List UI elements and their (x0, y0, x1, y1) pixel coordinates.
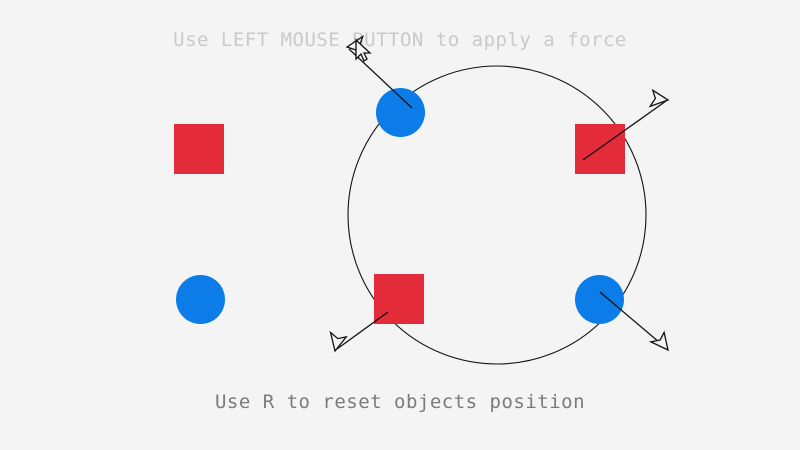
body-circle-orbit-top[interactable] (376, 88, 425, 137)
body-square-left[interactable] (174, 124, 224, 174)
hint-text-reset-objects: Use R to reset objects position (214, 391, 586, 413)
body-circle-orbit-right[interactable] (575, 275, 624, 324)
mouse-pointer-icon-top-right (648, 88, 670, 108)
body-circle-left[interactable] (176, 275, 225, 324)
hint-text-apply-force: Use LEFT MOUSE BUTTON to apply a force (173, 29, 627, 51)
mouse-pointer-icon-bottom-right (648, 330, 669, 352)
body-square-orbit-right[interactable] (575, 124, 625, 174)
body-square-orbit-bottom[interactable] (374, 274, 424, 324)
mouse-pointer-icon-bottom-left (329, 330, 348, 353)
